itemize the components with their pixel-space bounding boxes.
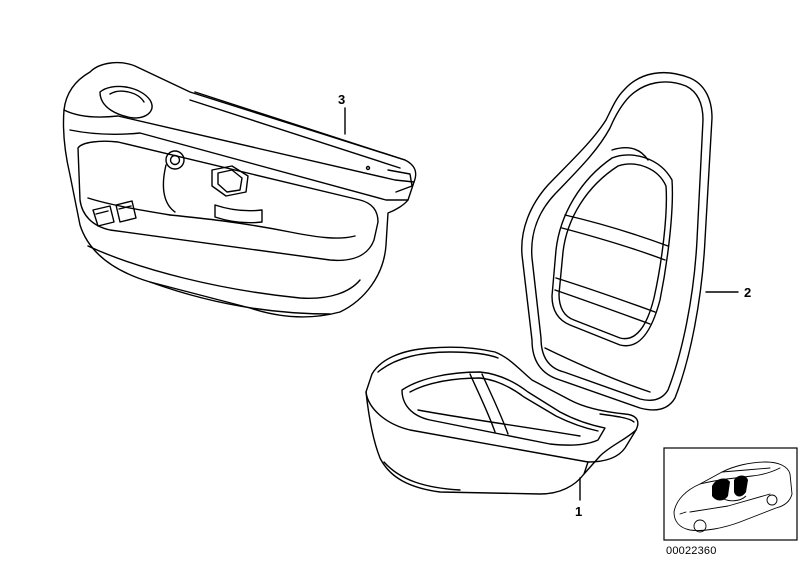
callout-label-1: 1 xyxy=(575,504,583,519)
seat-cushion-cover xyxy=(365,346,639,495)
diagram-number: 00022360 xyxy=(666,545,717,557)
seat-highlight-icon xyxy=(712,478,730,501)
vehicle-locator-inset xyxy=(663,447,798,541)
callout-label-3: 3 xyxy=(338,92,346,107)
car-outline-icon xyxy=(673,461,793,533)
door-trim-panel xyxy=(62,61,417,318)
seat-highlight-icon xyxy=(734,475,748,497)
backrest-cover xyxy=(521,71,713,411)
callout-label-2: 2 xyxy=(744,285,752,300)
